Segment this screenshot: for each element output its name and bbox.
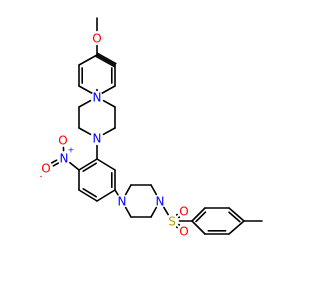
atom-label-o-methoxy: O <box>92 32 101 46</box>
atom-label-background <box>91 132 103 144</box>
bond-single <box>78 99 92 108</box>
atom-label-background <box>166 215 178 227</box>
atom-label-background <box>58 152 70 164</box>
atom-label-o-sulfonyl-bottom: O <box>179 225 188 239</box>
bond-double <box>78 189 98 202</box>
bond-double-inner <box>82 188 97 198</box>
bond-single <box>78 127 92 136</box>
bond-double <box>52 162 60 167</box>
bond-single <box>102 127 116 136</box>
atom-label-background <box>57 134 69 146</box>
bond-single <box>124 184 132 196</box>
bond-single <box>96 158 116 171</box>
bond-single <box>124 206 132 218</box>
atom-label-background <box>116 195 128 207</box>
atom-label-background <box>40 162 52 174</box>
bond-double <box>97 52 117 65</box>
bond-double <box>191 207 206 222</box>
atom-label-s-sulfonyl: S <box>168 215 176 229</box>
bond-single <box>78 54 98 66</box>
bond-double <box>78 158 98 171</box>
atom-label-n-piperazine-top-lower: N <box>93 132 102 146</box>
atom-label-n-piperazine-bottom-left: N <box>118 195 127 209</box>
bond-double <box>228 207 245 222</box>
charge-minus-nitro-o: - <box>40 172 43 181</box>
bond-double-inner <box>82 162 97 172</box>
bond-single <box>102 99 116 108</box>
atom-label-n-piperazine-top-upper: N <box>93 91 102 105</box>
atom-label-background <box>178 205 190 217</box>
bond-single <box>150 184 158 196</box>
atom-label-n-nitro: N <box>60 152 69 166</box>
bond-single <box>191 220 206 235</box>
bond-single <box>114 189 119 196</box>
bond-single <box>96 54 116 66</box>
atom-label-background <box>178 225 190 237</box>
atom-label-background <box>91 91 103 103</box>
atom-label-n-piperazine-bottom-right: N <box>156 195 165 209</box>
atom-label-o-nitro: O <box>58 134 67 148</box>
atom-label-o-nitro-left: O <box>41 162 50 176</box>
bond-double <box>95 55 115 68</box>
bond-single <box>163 206 169 216</box>
bond-double <box>50 159 58 164</box>
bond-double-inner <box>195 211 207 223</box>
charge-plus-nitro-n: + <box>68 146 75 155</box>
atom-label-background <box>154 195 166 207</box>
bond-double-inner <box>228 211 241 223</box>
bond-single <box>150 206 158 218</box>
bond-single <box>69 161 80 171</box>
bond-single <box>96 189 116 202</box>
atom-label-background <box>91 32 103 44</box>
bond-single <box>228 220 245 235</box>
atom-label-o-sulfonyl-top: O <box>179 205 188 219</box>
